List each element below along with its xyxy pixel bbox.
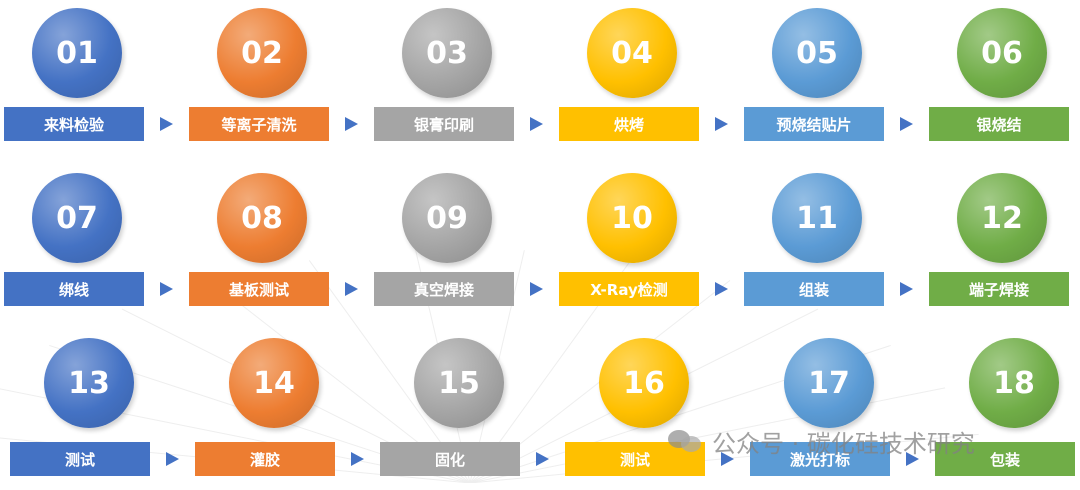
step-number-circle: 09 bbox=[402, 173, 492, 263]
flow-arrow-icon bbox=[536, 452, 549, 466]
flow-arrow-icon bbox=[715, 282, 728, 296]
step-number-circle: 12 bbox=[957, 173, 1047, 263]
step-number-circle: 02 bbox=[217, 8, 307, 98]
wechat-icon bbox=[668, 428, 704, 454]
flow-arrow-icon bbox=[345, 282, 358, 296]
step-label-bar: 固化 bbox=[380, 442, 520, 476]
flow-arrow-icon bbox=[160, 282, 173, 296]
process-step: 15 固化 bbox=[380, 330, 530, 490]
step-label-bar: 绑线 bbox=[4, 272, 144, 306]
step-number-circle: 10 bbox=[587, 173, 677, 263]
flow-arrow-icon bbox=[160, 117, 173, 131]
step-number-circle: 13 bbox=[44, 338, 134, 428]
step-label-bar: 来料检验 bbox=[4, 107, 144, 141]
step-number-circle: 01 bbox=[32, 8, 122, 98]
step-number-circle: 18 bbox=[969, 338, 1059, 428]
process-step: 07 绑线 bbox=[4, 165, 154, 325]
process-step: 13 测试 bbox=[10, 330, 160, 490]
step-label-bar: 激光打标 bbox=[750, 442, 890, 476]
process-step: 04 烘烤 bbox=[559, 0, 709, 160]
step-label-bar: 等离子清洗 bbox=[189, 107, 329, 141]
flow-arrow-icon bbox=[906, 452, 919, 466]
step-label-bar: 测试 bbox=[10, 442, 150, 476]
flow-arrow-icon bbox=[900, 117, 913, 131]
step-number-circle: 15 bbox=[414, 338, 504, 428]
flow-arrow-icon bbox=[351, 452, 364, 466]
step-label-bar: 灌胶 bbox=[195, 442, 335, 476]
process-step: 17 激光打标 bbox=[750, 330, 900, 490]
flow-arrow-icon bbox=[530, 282, 543, 296]
flow-arrow-icon bbox=[900, 282, 913, 296]
flow-arrow-icon bbox=[345, 117, 358, 131]
flow-arrow-icon bbox=[715, 117, 728, 131]
process-step: 09 真空焊接 bbox=[374, 165, 524, 325]
step-number-circle: 17 bbox=[784, 338, 874, 428]
step-label-bar: 端子焊接 bbox=[929, 272, 1069, 306]
step-number-circle: 16 bbox=[599, 338, 689, 428]
step-number-circle: 08 bbox=[217, 173, 307, 263]
step-number-circle: 07 bbox=[32, 173, 122, 263]
step-number-circle: 05 bbox=[772, 8, 862, 98]
step-label-bar: 包装 bbox=[935, 442, 1075, 476]
step-number-circle: 03 bbox=[402, 8, 492, 98]
process-step: 03 银膏印刷 bbox=[374, 0, 524, 160]
process-step: 08 基板测试 bbox=[189, 165, 339, 325]
step-label-bar: 基板测试 bbox=[189, 272, 329, 306]
process-step: 12 端子焊接 bbox=[929, 165, 1079, 325]
step-number-circle: 11 bbox=[772, 173, 862, 263]
process-step: 11 组装 bbox=[744, 165, 894, 325]
process-step: 18 包装 bbox=[935, 330, 1080, 490]
step-label-bar: X-Ray检测 bbox=[559, 272, 699, 306]
step-label-bar: 预烧结贴片 bbox=[744, 107, 884, 141]
step-label-bar: 银烧结 bbox=[929, 107, 1069, 141]
flow-arrow-icon bbox=[721, 452, 734, 466]
process-step: 06 银烧结 bbox=[929, 0, 1079, 160]
watermark: 公众号 · 碳化硅技术研究 bbox=[668, 426, 975, 458]
step-label-bar: 真空焊接 bbox=[374, 272, 514, 306]
step-label-bar: 组装 bbox=[744, 272, 884, 306]
process-step: 05 预烧结贴片 bbox=[744, 0, 894, 160]
process-step: 14 灌胶 bbox=[195, 330, 345, 490]
flow-arrow-icon bbox=[530, 117, 543, 131]
watermark-text: 公众号 · 碳化硅技术研究 bbox=[712, 429, 975, 458]
flow-arrow-icon bbox=[166, 452, 179, 466]
step-label-bar: 银膏印刷 bbox=[374, 107, 514, 141]
process-step: 01 来料检验 bbox=[4, 0, 154, 160]
step-number-circle: 06 bbox=[957, 8, 1047, 98]
step-number-circle: 14 bbox=[229, 338, 319, 428]
step-label-bar: 烘烤 bbox=[559, 107, 699, 141]
process-step: 02 等离子清洗 bbox=[189, 0, 339, 160]
step-number-circle: 04 bbox=[587, 8, 677, 98]
